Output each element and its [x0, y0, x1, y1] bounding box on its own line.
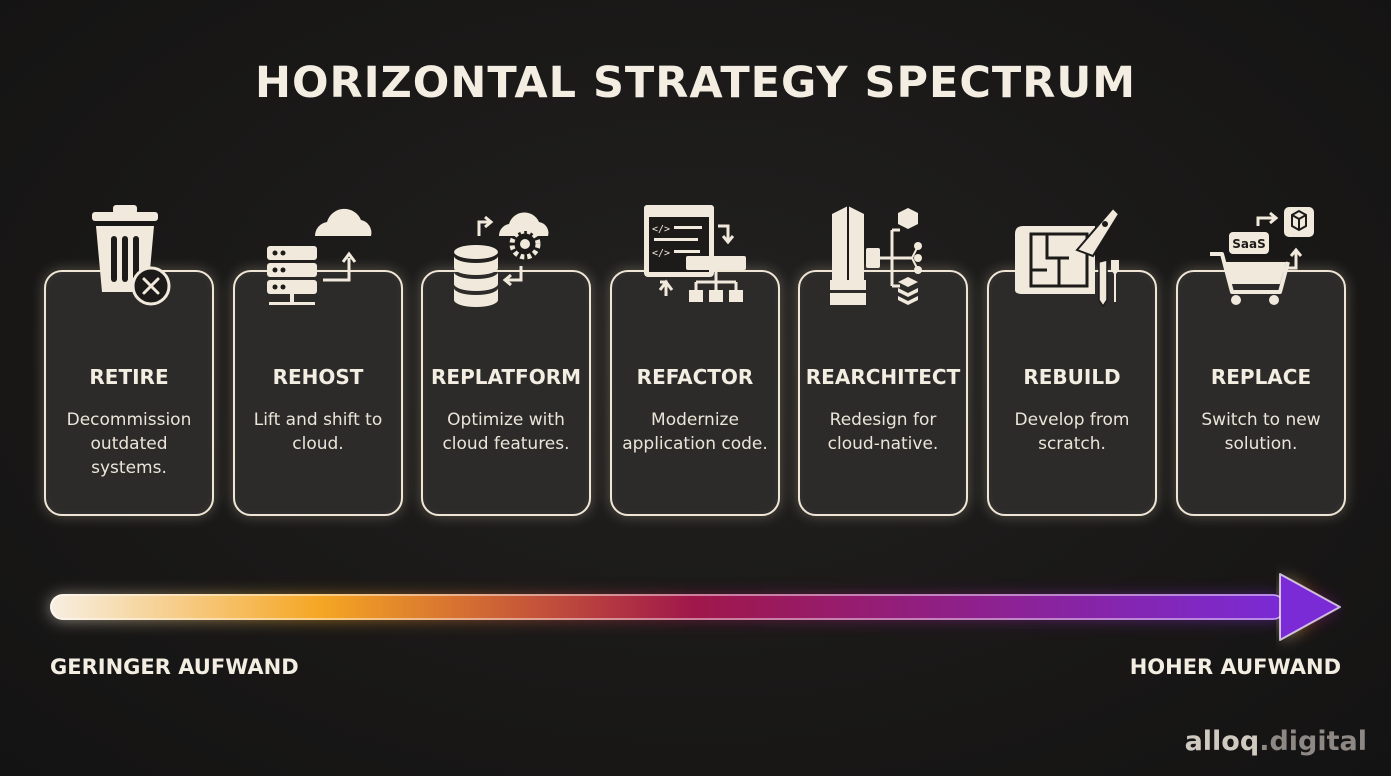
blueprint-rocket-icon [977, 196, 1167, 314]
saas-badge-label: SaaS [1232, 237, 1265, 251]
strategy-title: RETIRE [89, 365, 169, 389]
strategy-description: Redesign for cloud-native. [827, 410, 939, 454]
saas-cart-icon: SaaS [1166, 196, 1356, 314]
strategy-title: REPLACE [1210, 365, 1312, 389]
server-cloud-icon [223, 196, 413, 314]
strategy-description: Develop from scratch. [1014, 410, 1130, 454]
strategy-title: REFACTOR [636, 365, 754, 389]
strategy-title: REPLATFORM [431, 365, 581, 389]
brand-logo: alloq.digital [1185, 726, 1367, 757]
low-effort-label: GERINGER AUFWAND [50, 655, 299, 679]
strategy-card-rehost: REHOST Lift and shift to cloud. [233, 270, 403, 516]
effort-spectrum-arrow [48, 566, 1348, 646]
strategy-card-refactor: REFACTOR Modernize application code. [610, 270, 780, 516]
strategy-title: REBUILD [1023, 365, 1121, 389]
strategy-title: REHOST [272, 365, 364, 389]
strategy-card-retire: RETIRE Decommission outdated systems. [44, 270, 214, 516]
database-gear-cloud-icon [411, 196, 601, 314]
code-window-icon: </> </> [600, 196, 790, 314]
strategy-card-rebuild: REBUILD Develop from scratch. [987, 270, 1157, 516]
svg-text:</>: </> [652, 248, 670, 259]
strategy-description: Decommission outdated systems. [66, 410, 192, 478]
logo-tld: .digital [1259, 726, 1367, 757]
strategy-card-replatform: REPLATFORM Optimize with cloud features. [421, 270, 591, 516]
spectrum-arrowhead [1279, 573, 1341, 641]
strategy-description: Optimize with cloud features. [442, 410, 570, 454]
logo-name: alloq [1184, 726, 1260, 757]
strategy-description: Modernize application code. [622, 410, 768, 454]
strategy-description: Lift and shift to cloud. [253, 410, 383, 454]
strategy-description: Switch to new solution. [1201, 410, 1321, 454]
svg-text:</>: </> [652, 224, 670, 235]
spectrum-bar [50, 594, 1286, 620]
strategy-title: REARCHITECT [805, 365, 961, 389]
strategy-card-rearchitect: REARCHITECT Redesign for cloud-native. [798, 270, 968, 516]
strategy-card-replace: REPLACE Switch to new solution. [1176, 270, 1346, 516]
high-effort-label: HOHER AUFWAND [1129, 655, 1341, 679]
page-title: HORIZONTAL STRATEGY SPECTRUM [254, 58, 1137, 108]
trash-icon [34, 196, 224, 314]
architecture-blocks-icon [788, 196, 978, 314]
